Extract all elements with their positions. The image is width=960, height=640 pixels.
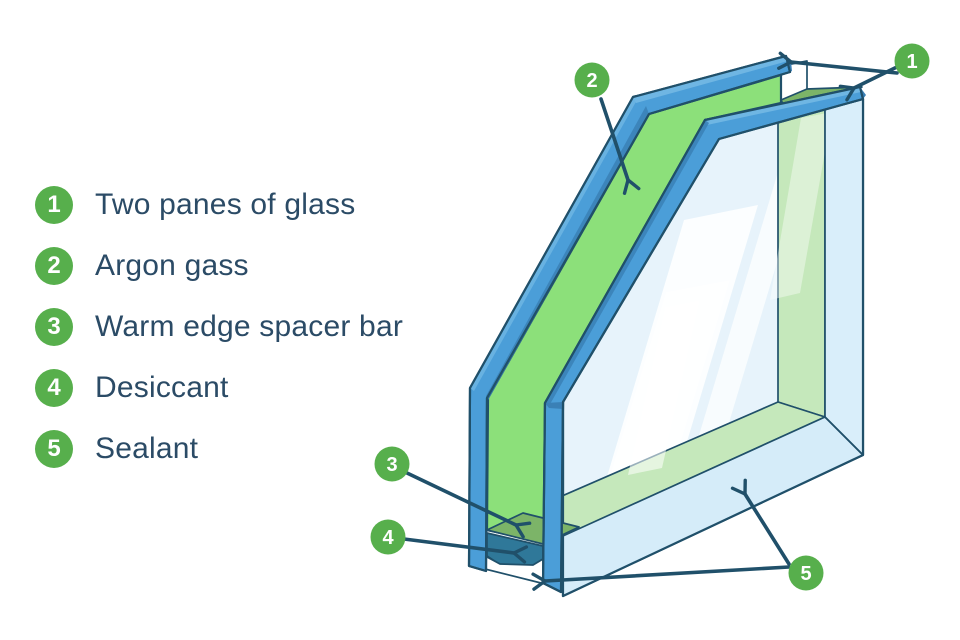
legend-item-sealant: 5 Sealant [35,430,403,468]
legend-label-4: Desiccant [95,371,229,404]
svg-text:4: 4 [382,527,394,549]
arrow-to-back-pane [791,62,899,75]
glass-highlight [770,112,832,300]
pane-bottom-edge [563,416,863,596]
callout-arrows [402,62,903,581]
glass-highlight [628,300,700,475]
arrow-to-argon [599,97,628,180]
legend-item-argon: 2 Argon gass [35,247,403,285]
legend-label-1: Two panes of glass [95,188,356,221]
legend-item-spacer: 3 Warm edge spacer bar [35,308,403,346]
svg-text:2: 2 [586,70,597,92]
callout-2: 2 [574,62,610,98]
glass-highlight [688,166,806,472]
callout-5: 5 [788,555,824,591]
svg-text:3: 3 [386,454,397,476]
arrow-to-spacer [405,471,516,525]
cut-face [467,54,866,594]
pane-edge-strip [825,99,863,455]
front-pane-edge [541,85,866,594]
legend-label-5: Sealant [95,432,199,465]
arrow-to-front-pane [854,63,903,88]
arrow-to-desiccant [402,537,514,553]
callouts: 1 2 3 4 5 [370,43,930,591]
legend-label-2: Argon gass [95,249,249,282]
legend-badge-3: 3 [35,308,73,346]
callout-3: 3 [374,446,410,482]
arrow-to-edge-sealant [745,494,791,566]
svg-text:5: 5 [800,563,811,585]
back-pane-edge [467,54,792,573]
legend-item-glass: 1 Two panes of glass [35,186,403,224]
callout-1: 1 [894,43,930,79]
legend-label-3: Warm edge spacer bar [95,310,404,343]
svg-text:1: 1 [906,51,917,73]
legend-badge-4: 4 [35,369,73,407]
callout-4: 4 [370,519,406,555]
legend-badge-2: 2 [35,247,73,285]
legend-badge-5: 5 [35,430,73,468]
legend-item-desiccant: 4 Desiccant [35,369,403,407]
legend-badge-1: 1 [35,186,73,224]
arrow-to-bottom-sealant [545,565,791,581]
front-pane-glass [561,97,865,598]
legend: 1 Two panes of glass 2 Argon gass 3 Warm… [35,186,403,468]
